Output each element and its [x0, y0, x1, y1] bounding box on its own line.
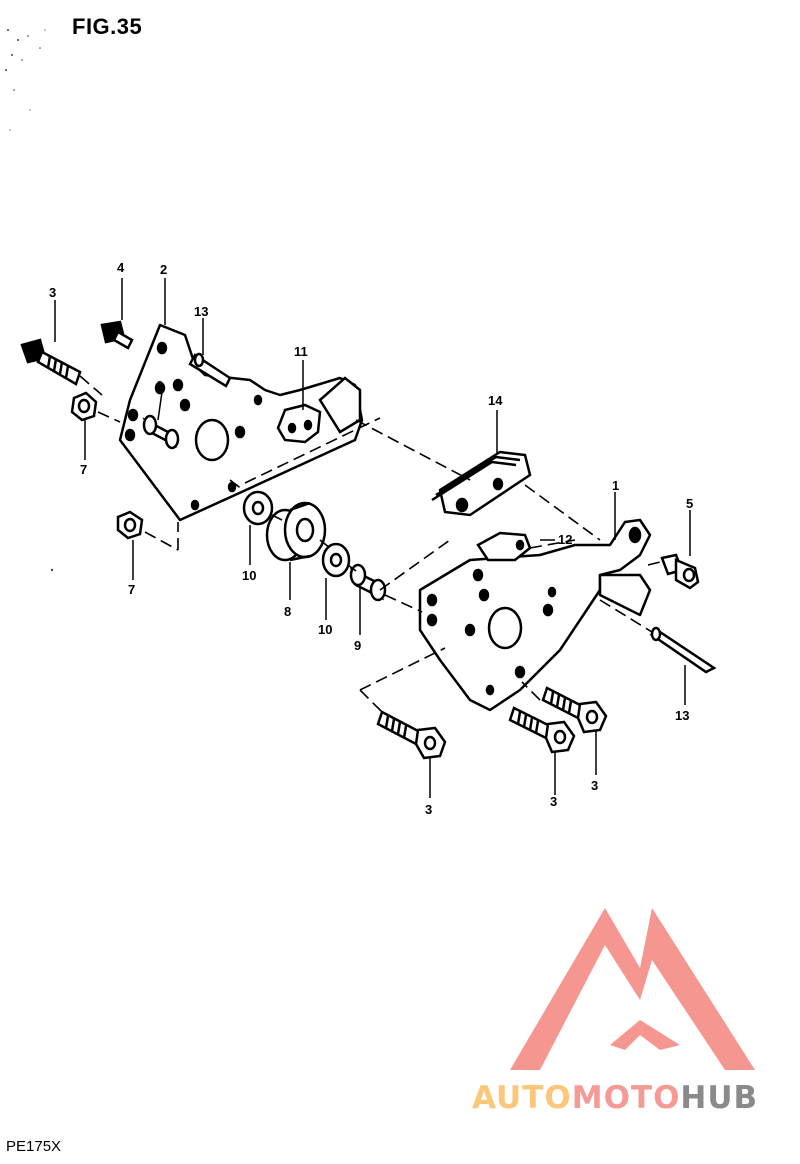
scan-noise [5, 29, 54, 572]
bolt-3-bottom-right [541, 686, 608, 734]
watermark-brand-text: AUTOMOTOHUB [472, 1080, 758, 1116]
bolt-5 [660, 553, 700, 590]
figure-title: FIG.35 [72, 14, 143, 39]
washer-10-right [321, 542, 351, 578]
bracket-12 [476, 531, 532, 562]
nut-7-upper [70, 391, 98, 422]
callout-labels: 3 4 2 13 11 6 7 7 10 8 10 9 14 1 12 5 13… [49, 260, 693, 817]
brand-auto: AUTO [472, 1080, 572, 1116]
pin-13-right [649, 626, 717, 674]
bolt-4 [100, 320, 134, 350]
callout-8: 8 [284, 604, 291, 619]
callout-13-top: 13 [194, 304, 208, 319]
callout-3-bottom-left: 3 [425, 802, 432, 817]
callout-3-bottom-right: 3 [591, 778, 598, 793]
washer-10-left [242, 490, 274, 526]
spacer-collar-6 [142, 414, 180, 450]
callout-9: 9 [354, 638, 361, 653]
callout-2: 2 [160, 262, 167, 277]
brand-hub: HUB [680, 1080, 759, 1116]
callout-14: 14 [488, 393, 503, 408]
callout-10-left: 10 [242, 568, 256, 583]
damper-plate-11 [276, 376, 362, 444]
assembly-lines [79, 375, 661, 713]
callout-5: 5 [686, 496, 693, 511]
brand-moto: MOTO [571, 1080, 681, 1116]
leader-lines [54, 278, 691, 798]
callout-4: 4 [117, 260, 125, 275]
callout-7-lower: 7 [128, 582, 135, 597]
callout-11: 11 [294, 344, 308, 359]
rubber-pad-14 [431, 450, 532, 517]
watermark-logo [510, 908, 755, 1070]
callout-13-right: 13 [675, 708, 689, 723]
bolt-3-bottom-left [376, 710, 447, 760]
callout-7-upper: 7 [80, 462, 87, 477]
model-code: PE175X [6, 1138, 62, 1155]
pin-13-top [188, 352, 232, 388]
callout-1: 1 [612, 478, 619, 493]
callout-12: 12 [558, 532, 572, 547]
right-bracket-plate [418, 518, 652, 712]
nut-7-lower [116, 510, 144, 540]
callout-3-top-left: 3 [49, 285, 56, 300]
collar-9 [349, 563, 387, 602]
bolt-3-top-left [20, 338, 82, 386]
callout-6: 6 [156, 378, 163, 393]
rubber-bush-8 [265, 501, 327, 562]
bolt-3-bottom-middle [508, 706, 576, 754]
callout-10-right: 10 [318, 622, 332, 637]
callout-3-bottom-middle: 3 [550, 794, 557, 809]
